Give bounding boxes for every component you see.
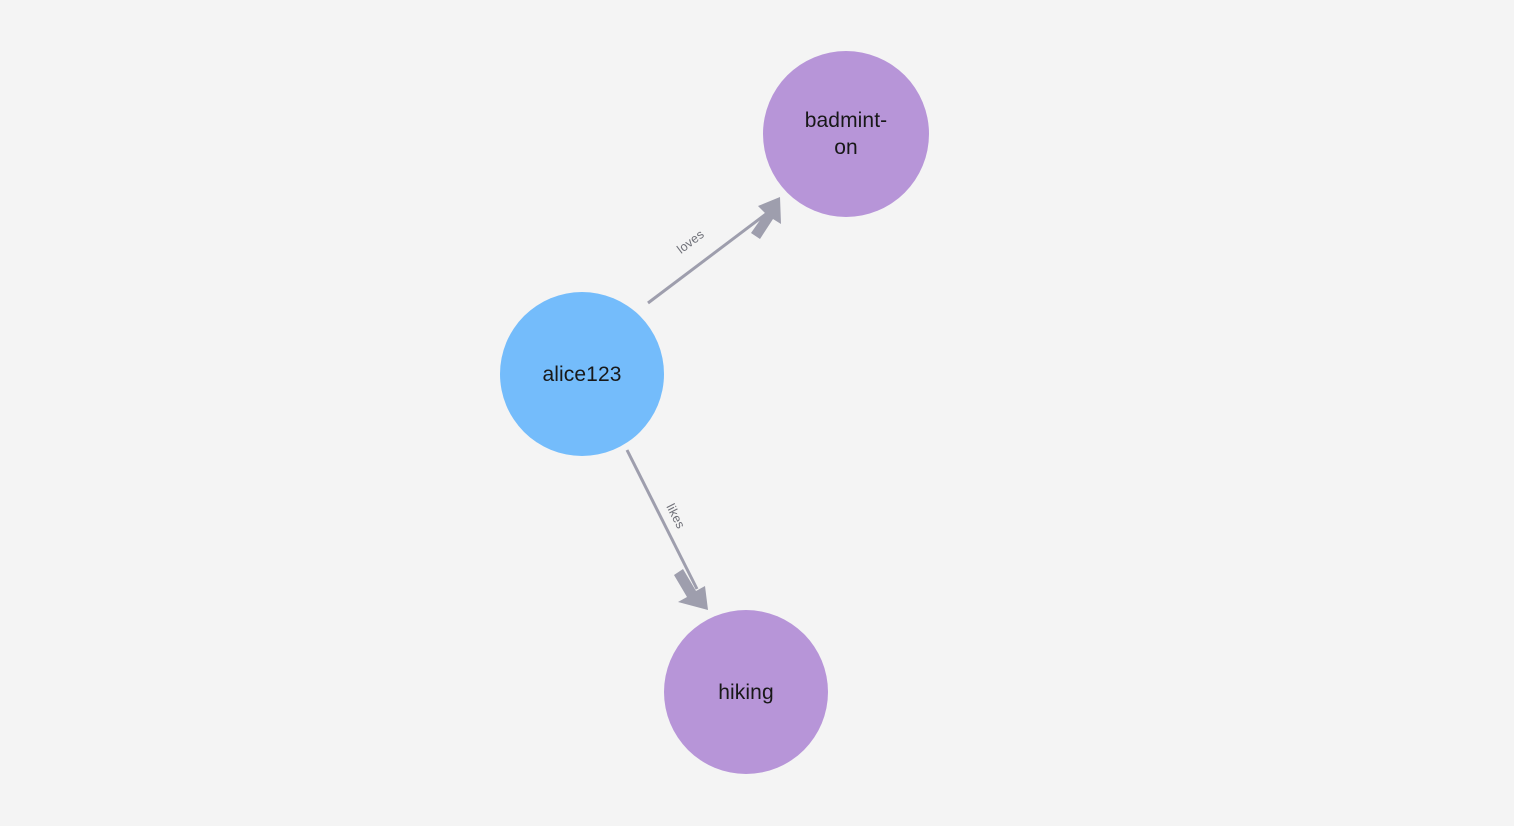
- edge-label-loves: loves: [674, 227, 707, 256]
- graph-node-label-alice123: alice123: [542, 362, 622, 386]
- edge-line-loves[interactable]: [647, 209, 771, 305]
- graph-node-label-hiking: hiking: [718, 680, 774, 704]
- graph-node-badminton[interactable]: badmint- on: [763, 51, 929, 217]
- edge-arrowhead-loves: [751, 197, 781, 239]
- graph-node-alice123[interactable]: alice123: [500, 292, 664, 456]
- edge-alice123-likes-hiking[interactable]: likes: [625, 449, 708, 610]
- edge-arrowhead-likes: [674, 569, 708, 610]
- graph-node-hiking[interactable]: hiking: [664, 610, 828, 774]
- edge-alice123-loves-badminton[interactable]: loves: [647, 197, 781, 305]
- edge-line-likes[interactable]: [625, 449, 699, 590]
- graph-node-label-badminton: badmint- on: [804, 109, 888, 159]
